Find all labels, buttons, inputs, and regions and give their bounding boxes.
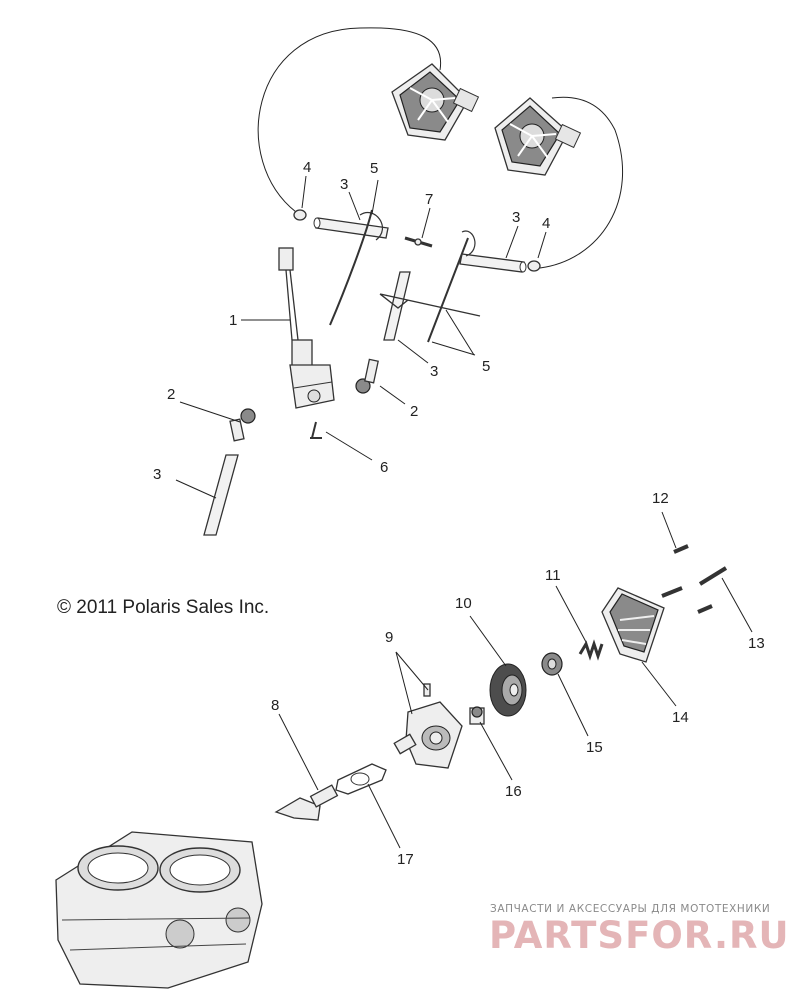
- callout-15: 15: [586, 739, 603, 756]
- callout-2-right: 2: [410, 403, 418, 420]
- callout-4-right: 4: [542, 215, 550, 232]
- callout-14: 14: [672, 709, 689, 726]
- guide-piston: [469, 706, 485, 725]
- valve-cover: [601, 587, 665, 663]
- callout-4-left: 4: [303, 159, 311, 176]
- hose-lower: [203, 454, 239, 536]
- callout-3-middle: 3: [430, 363, 438, 380]
- callout-5-lower: 5: [482, 358, 490, 375]
- solenoid-valve: [278, 247, 335, 409]
- valve-housing: [393, 683, 463, 769]
- valve-stem: [274, 784, 339, 821]
- watermark-brand: PARTSFOR.RU: [489, 914, 790, 957]
- bolt-12-a: [673, 544, 689, 554]
- callout-13: 13: [748, 635, 765, 652]
- cable-right: [427, 230, 476, 343]
- copyright-text: © 2011 Polaris Sales Inc.: [57, 597, 269, 618]
- spring: [578, 639, 604, 661]
- bolt-13: [698, 566, 728, 586]
- hose-clamp-right: [527, 260, 541, 272]
- cable-left: [329, 209, 383, 326]
- callout-10: 10: [455, 595, 472, 612]
- callout-9: 9: [385, 629, 393, 646]
- hose-loop-left: [257, 27, 442, 213]
- diaphragm: [489, 663, 527, 717]
- elbow-fitting-right: [355, 358, 379, 394]
- callout-17: 17: [397, 851, 414, 868]
- elbow-fitting-left: [229, 408, 256, 442]
- hose-upper-left: [313, 217, 389, 239]
- callout-5-upper: 5: [370, 160, 378, 177]
- leader-lines-upper: [175, 175, 547, 499]
- hose-middle: [383, 271, 411, 341]
- bolt-12-c: [697, 604, 713, 614]
- callout-3-upper-left: 3: [340, 176, 348, 193]
- callout-1: 1: [229, 312, 237, 329]
- callout-16: 16: [505, 783, 522, 800]
- callout-12: 12: [652, 490, 669, 507]
- hose-loop-right: [539, 96, 624, 269]
- callout-7: 7: [425, 191, 433, 208]
- valve-actuator-lower: [494, 97, 582, 176]
- spring-cup: [541, 652, 563, 676]
- valve-actuator-upper: [391, 63, 480, 141]
- mounting-screw: [310, 421, 322, 439]
- callout-8: 8: [271, 697, 279, 714]
- bolt-12-b: [661, 586, 683, 598]
- callout-3-upper-right: 3: [512, 209, 520, 226]
- hose-clamp-left: [293, 209, 307, 221]
- hose-upper-right: [459, 253, 527, 273]
- callout-3-lower: 3: [153, 466, 161, 483]
- engine-cylinder: [55, 831, 263, 989]
- gasket: [335, 763, 387, 795]
- callout-6: 6: [380, 459, 388, 476]
- callout-11: 11: [545, 567, 561, 584]
- watermark-tagline: ЗАПЧАСТИ И АКСЕССУАРЫ ДЛЯ МОТОТЕХНИКИ: [490, 903, 770, 915]
- leader-lines-lower: [278, 511, 753, 849]
- callout-2-left: 2: [167, 386, 175, 403]
- cable-bracket: [379, 293, 481, 317]
- tee-fitting: [404, 236, 433, 248]
